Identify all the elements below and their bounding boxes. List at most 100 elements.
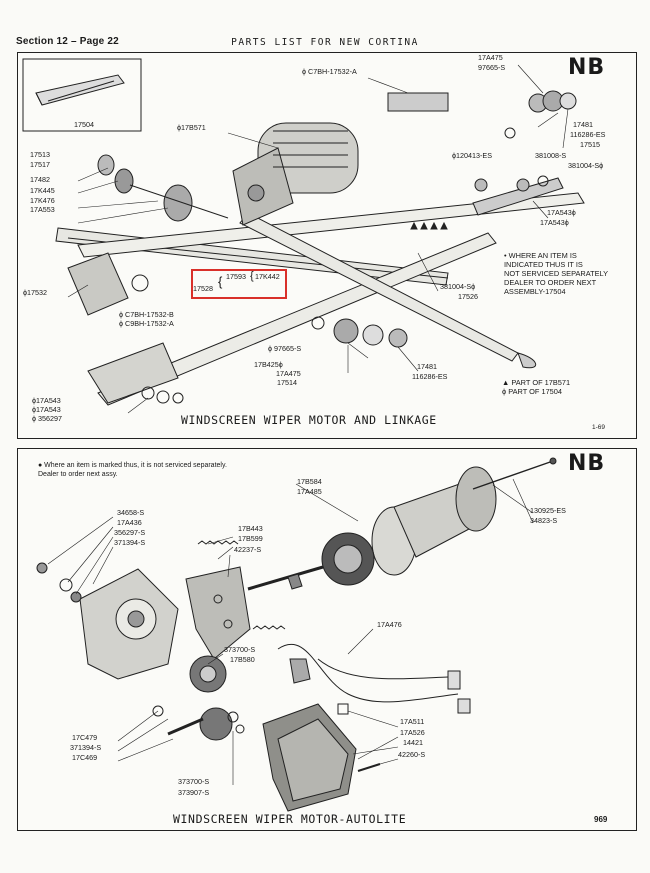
part-number-label: 17A485 <box>297 487 322 496</box>
part-number-label: ϕ 97665-S <box>268 344 302 353</box>
service-note: ● Where an item is marked thus, it is no… <box>38 461 227 479</box>
part-number-label: 373700-S <box>224 645 256 654</box>
linkage-rail-lower <box>97 232 497 406</box>
part-number-label: ϕ17532 <box>23 288 48 297</box>
part-number-label: 42260-S <box>398 750 426 759</box>
part-number-label: ϕ17B571 <box>177 123 206 132</box>
bush <box>333 318 359 344</box>
section-page-label: Section 12 – Page 22 <box>16 36 119 47</box>
nb-badge: NB <box>568 55 606 80</box>
note-line: NOT SERVICED SEPARATELY <box>504 269 609 278</box>
note-line: • WHERE AN ITEM IS <box>504 251 577 260</box>
part-number-label: 17513 <box>30 150 50 159</box>
part-number-label: 381004-Sϕ <box>440 282 476 291</box>
inset-box <box>22 58 142 132</box>
crank-arm-right <box>472 177 564 216</box>
part-number-label: ϕ C9BH-17532-A <box>119 319 174 328</box>
part-number-label: 371394-S <box>114 538 146 547</box>
part-number-label: 17A526 <box>400 728 425 737</box>
part-number-label: 17482 <box>30 175 50 184</box>
part-number-label: 17481 <box>573 120 593 129</box>
spindle-assembly-left <box>97 154 229 222</box>
part-number-label: ϕ 356297 <box>32 414 63 423</box>
part-number-label: 17K445 <box>30 186 55 195</box>
part-number-label: 373700-S <box>178 777 210 786</box>
part-number-label: ϕ C7BH-17532-B <box>119 310 174 319</box>
part-number-label: 17A553 <box>30 205 55 214</box>
through-bolt <box>472 460 554 490</box>
nb-badge: NB <box>568 451 606 476</box>
part-number-label: 17B443 <box>238 524 263 533</box>
armature <box>247 532 375 591</box>
part-number-label: 17A475 <box>478 53 503 62</box>
part-number-label: 17A511 <box>400 717 425 726</box>
linkage-drawing <box>22 58 585 414</box>
part-number-label: 130925-ES <box>530 506 566 515</box>
spindle-assembly-right <box>387 90 577 139</box>
part-number-label: 356297-S <box>114 528 146 537</box>
part-number-label: 17A475 <box>276 369 301 378</box>
part-number-label: 17K476 <box>30 196 55 205</box>
parts-legend: ▲ PART OF 17B571 ϕ PART OF 17504 <box>502 378 570 396</box>
autolite-motor-panel: NB WINDSCREEN WIPER MOTOR-AUTOLITE 969 ●… <box>17 448 637 831</box>
part-number-label: ϕ17A543 <box>32 405 61 414</box>
highlighted-part-group <box>191 269 287 299</box>
wiring-harness <box>277 643 459 703</box>
legend-line: ϕ PART OF 17504 <box>502 387 563 396</box>
page-title: PARTS LIST FOR NEW CORTINA <box>231 37 419 48</box>
wiper-linkage-panel: NB WINDSCREEN WIPER MOTOR AND LINKAGE 1-… <box>17 52 637 439</box>
part-number-label: 381004-Sϕ <box>568 161 604 170</box>
part-number-label: 42237-S <box>234 545 262 554</box>
figure-caption: WINDSCREEN WIPER MOTOR AND LINKAGE <box>181 413 437 427</box>
part-number-label: 17526 <box>458 292 478 301</box>
part-number-label: 373907-S <box>178 788 210 797</box>
motor-exploded-drawing <box>36 457 557 812</box>
note-line: DEALER TO ORDER NEXT <box>504 278 597 287</box>
part-number-label: 97665-S <box>478 63 506 72</box>
nut <box>36 562 48 574</box>
part-number-label: 381008-S <box>535 151 567 160</box>
service-note: • WHERE AN ITEM IS INDICATED THUS IT IS … <box>504 251 608 296</box>
brush-plate <box>185 566 251 660</box>
part-number-label: ϕ C7BH-17532-A <box>302 67 357 76</box>
pivot-bracket-left <box>67 252 129 316</box>
page-number: 969 <box>594 815 608 824</box>
part-number-label: 17517 <box>30 160 50 169</box>
part-number-label: 17481 <box>417 362 437 371</box>
part-17528: 17528 <box>193 284 213 293</box>
part-number-label: ϕ17A543 <box>32 396 61 405</box>
part-number-label: 34823-S <box>530 516 558 525</box>
corner-mark: 1-69 <box>592 424 606 431</box>
part-17k442: 17K442 <box>255 272 280 281</box>
part-number-label: ϕ120413-ES <box>452 151 492 160</box>
pivot-bracket-lower <box>87 342 179 404</box>
part-17593: 17593 <box>226 272 246 281</box>
motor-housing-can <box>371 466 497 576</box>
part-number-label: 17B580 <box>230 655 255 664</box>
part-number-label: 17504 <box>74 120 94 129</box>
note-line: ASSEMBLY-17504 <box>504 287 566 296</box>
part-number-label: 116286-ES <box>570 130 606 139</box>
figure-caption: WINDSCREEN WIPER MOTOR-AUTOLITE <box>173 812 407 826</box>
output-gear <box>199 707 233 741</box>
gear-housing <box>79 568 179 680</box>
note-line: Dealer to order next assy. <box>38 471 118 478</box>
part-number-label: 371394-S <box>70 743 102 752</box>
legend-line: ▲ PART OF 17B571 <box>502 378 571 387</box>
linkage-rail-upper <box>77 192 585 258</box>
part-number-label: 17514 <box>277 378 297 387</box>
part-number-label: 116286-ES <box>412 372 448 381</box>
part-number-label: 17B425ϕ <box>254 360 283 369</box>
part-number-label: 17515 <box>580 140 600 149</box>
part-number-label: 17C479 <box>72 733 98 742</box>
part-number-label: 14421 <box>403 738 423 747</box>
note-line: ● Where an item is marked thus, it is no… <box>38 462 227 469</box>
part-number-label: 17A543ϕ <box>540 218 569 227</box>
note-line: INDICATED THUS IT IS <box>504 260 583 269</box>
part-number-label: 17A436 <box>117 518 142 527</box>
part-number-label: 17C469 <box>72 753 98 762</box>
part-number-label: 17A543ϕ <box>547 208 576 217</box>
wiper-motor <box>232 122 359 226</box>
part-number-label: 17A476 <box>377 620 402 629</box>
part-number-label: 17B584 <box>297 477 322 486</box>
